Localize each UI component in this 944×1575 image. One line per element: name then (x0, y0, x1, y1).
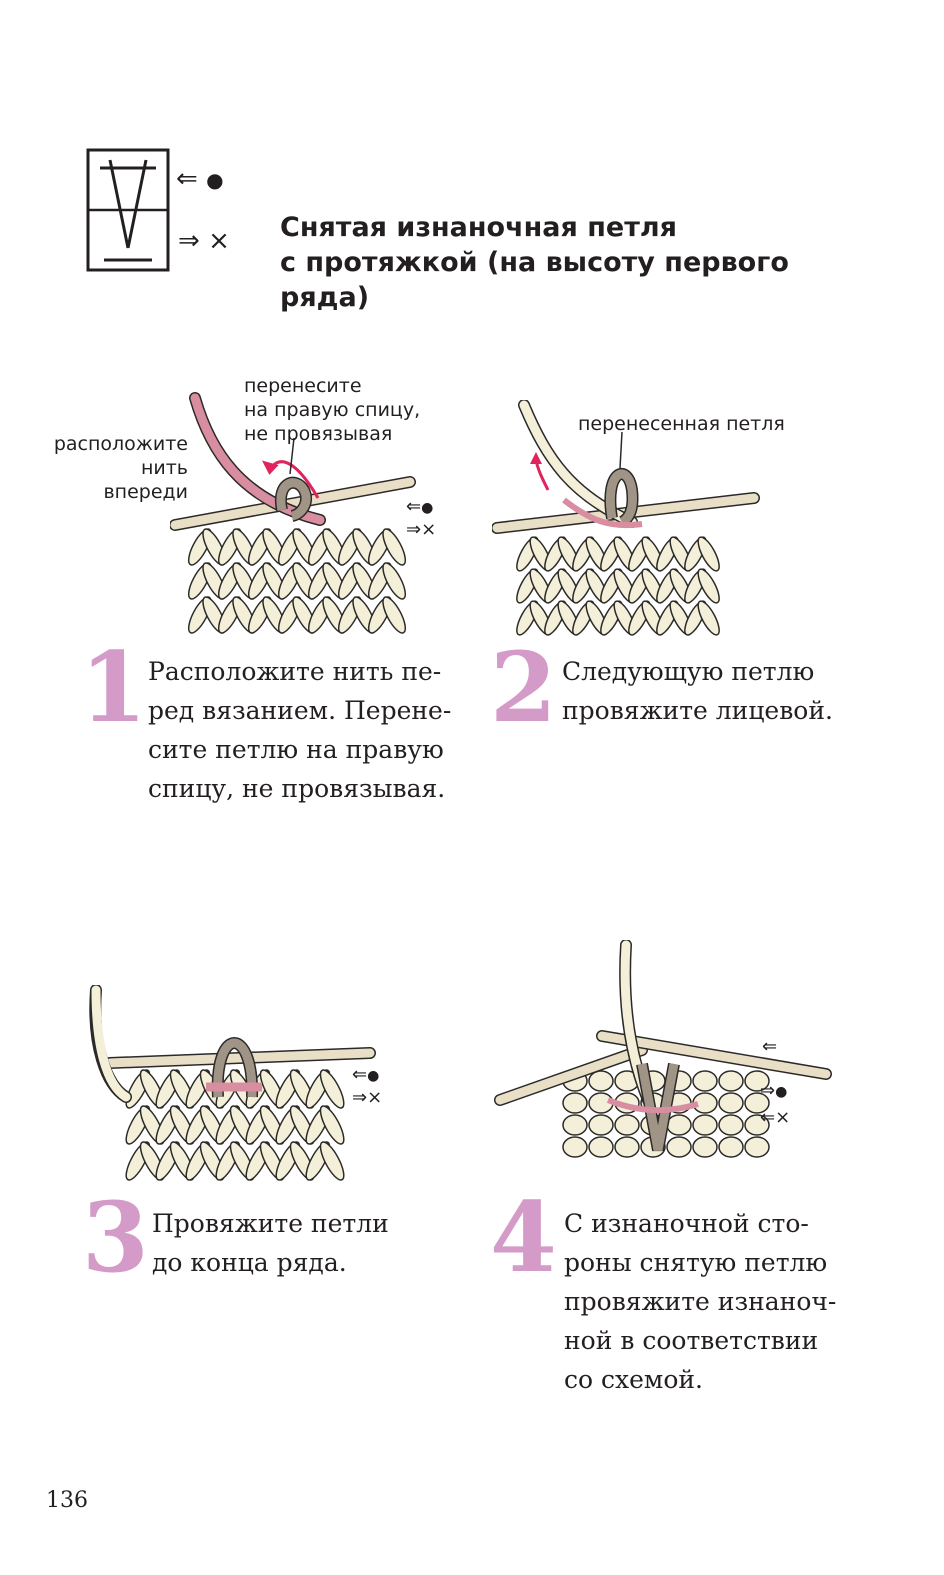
stitch (697, 600, 720, 636)
stitch (744, 1114, 770, 1136)
step-number-4: 4 (490, 1181, 557, 1294)
annotation-transfer: перенесите на правую спицу, не провязыва… (244, 375, 421, 445)
step-text-2: Следующую петлю провяжите лицевой. (562, 657, 833, 725)
stitch (718, 1114, 744, 1136)
illustration-step-4 (494, 940, 832, 1158)
dot-icon: ● (775, 1084, 788, 1100)
stitch (562, 1092, 588, 1114)
stitch (744, 1136, 770, 1158)
dot-icon: ● (421, 500, 434, 516)
right-arrow-icon: ⇒ (352, 1087, 368, 1108)
step-text-1: Расположите нить пе- ред вязанием. Перен… (148, 657, 452, 803)
knit-fabric (125, 1069, 345, 1181)
step-number-3: 3 (82, 1181, 149, 1294)
stitch (614, 1136, 640, 1158)
ill3-legend: ⇐● ⇒× (352, 1064, 382, 1109)
stitch (718, 1092, 744, 1114)
cross-icon: × (421, 519, 437, 540)
page-title: Снятая изнаночная петля с протяжкой (на … (280, 210, 840, 315)
stitch (692, 1114, 718, 1136)
motion-arrow-icon (534, 459, 550, 491)
stitch (562, 1114, 588, 1136)
stitch (697, 536, 720, 572)
right-arrow-icon: ⇒ (406, 519, 422, 540)
ill4-legend: ⇐ ⇒● ⇐× (760, 1036, 791, 1129)
step-number-1: 1 (80, 631, 147, 744)
stitch (319, 1105, 345, 1145)
cross-icon: × (208, 226, 230, 256)
step-number-2: 2 (490, 631, 557, 744)
legend-row-1: ⇐ ● (176, 164, 224, 194)
annotation-transferred-loop: перенесенная петля (578, 413, 785, 435)
dot-icon: ● (367, 1068, 380, 1084)
knit-fabric (516, 536, 720, 636)
knit-fabric (187, 528, 407, 634)
right-arrow-icon: ⇒ (178, 226, 200, 256)
stitch (382, 562, 407, 600)
annotation-yarn-front: расположите нить впереди (53, 433, 188, 503)
pointer-line (289, 437, 295, 475)
illustration-step-1 (170, 392, 416, 634)
slipped-stitch-chart-symbol (86, 148, 170, 272)
left-arrow-icon: ⇐ (352, 1064, 368, 1085)
cross-icon: × (367, 1087, 383, 1108)
legend-row-2: ⇒ × (178, 226, 230, 256)
left-arrow-icon: ⇐ (760, 1107, 776, 1128)
stitch (588, 1136, 614, 1158)
pointer-line (619, 431, 623, 469)
left-arrow-icon: ⇐ (176, 164, 198, 194)
title-line: ряда) (280, 282, 370, 313)
dot-icon: ● (206, 168, 224, 192)
stitch (319, 1069, 345, 1109)
stitch (562, 1136, 588, 1158)
stitch (666, 1114, 692, 1136)
cross-icon: × (775, 1107, 791, 1128)
illustration-step-2 (492, 400, 760, 636)
title-line: Снятая изнаночная петля (280, 212, 677, 243)
left-arrow-icon: ⇐ (762, 1036, 778, 1057)
stitch (692, 1070, 718, 1092)
stitch (319, 1141, 345, 1181)
illustration-step-3 (89, 985, 376, 1181)
stitch (666, 1136, 692, 1158)
left-arrow-icon: ⇐ (406, 496, 422, 517)
page-number: 136 (46, 1488, 88, 1513)
stitch (382, 528, 407, 566)
purl-fabric (562, 1070, 770, 1158)
stitch (718, 1136, 744, 1158)
stitch (382, 596, 407, 634)
stitch (588, 1114, 614, 1136)
stitch (692, 1136, 718, 1158)
step-text-3: Провяжите петли до конца ряда. (152, 1209, 389, 1277)
title-line: с протяжкой (на высоту первого (280, 247, 789, 278)
stitch (588, 1070, 614, 1092)
stitch (744, 1070, 770, 1092)
stitch (614, 1114, 640, 1136)
step-text-4: С изнаночной сто- роны снятую петлю пров… (564, 1209, 837, 1394)
right-arrow-icon: ⇒ (760, 1080, 776, 1101)
stitch (697, 568, 720, 604)
stitch (744, 1092, 770, 1114)
ill1-legend: ⇐● ⇒× (406, 496, 436, 541)
stitch (718, 1070, 744, 1092)
